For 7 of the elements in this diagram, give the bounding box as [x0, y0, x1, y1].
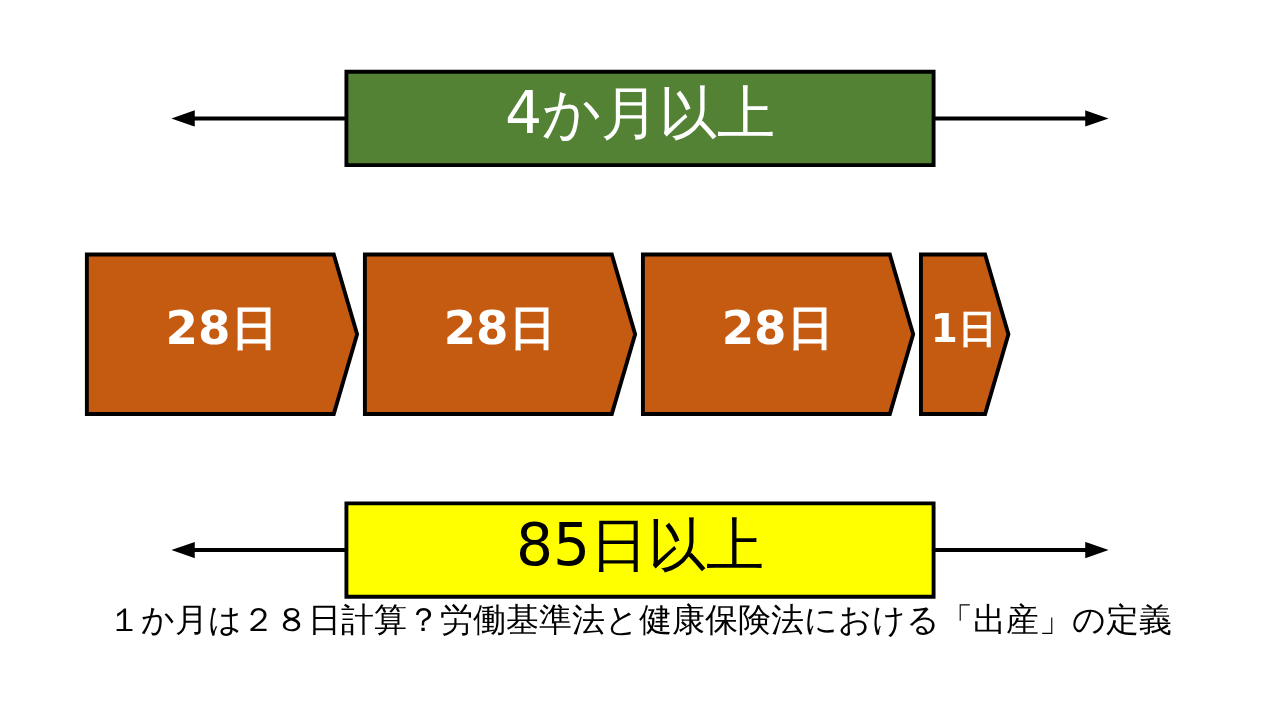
arrow	[171, 109, 347, 127]
node-box: 4か月以上	[344, 69, 936, 167]
arrow	[933, 109, 1109, 127]
arrow	[933, 541, 1109, 558]
node-box: 85日以上	[344, 500, 936, 599]
arrow	[171, 541, 347, 558]
caption: １か月は２８日計算？労働基準法と健康保険法における「出産」の定義	[108, 599, 1172, 639]
